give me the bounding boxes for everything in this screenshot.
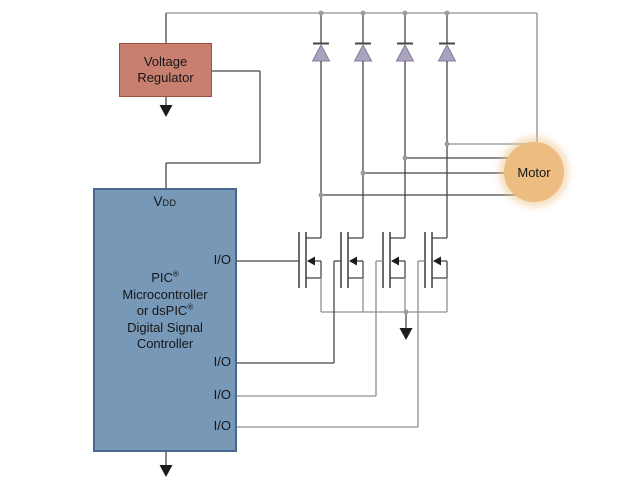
diode-symbol [311, 43, 331, 62]
junction-dot [402, 155, 408, 161]
mosfet-arrowhead-icon [349, 256, 357, 266]
mosfet-arrowhead-icon [433, 256, 441, 266]
junction-dot [318, 10, 324, 16]
io-pin-label-3: I/O [213, 387, 231, 402]
mosfet-arrowhead-icon [307, 256, 315, 266]
mcu-label-line: Microcontroller [122, 286, 208, 302]
mcu-label-line: Digital Signal [127, 319, 203, 335]
ground-arrow-icon [159, 105, 173, 117]
junction-dot [402, 10, 408, 16]
mcu-label-line: PIC® [151, 269, 179, 285]
junction-dot [403, 309, 409, 315]
vdd-pin-label: VDD [95, 194, 235, 209]
junction-dot [360, 170, 366, 176]
junction-dot [444, 10, 450, 16]
mcu-label-line: Controller [136, 336, 194, 351]
ground-arrow-icon [399, 328, 413, 340]
io-pin-label-4: I/O [213, 418, 231, 433]
vdd-main: V [153, 194, 163, 209]
junction-dot [360, 10, 366, 16]
junction-dot [318, 192, 324, 198]
mosfet-arrowhead-icon [391, 256, 399, 266]
mcu-label-line: or dsPIC® [136, 302, 194, 318]
diode-symbol [437, 43, 457, 62]
voltage-regulator-box: Voltage Regulator [119, 43, 212, 97]
diode-symbol [353, 43, 373, 62]
diode-symbol [395, 43, 415, 62]
junction-dot [444, 141, 450, 147]
io-pin-label-2: I/O [213, 354, 231, 369]
io-pin-label-1: I/O [213, 252, 231, 267]
ground-arrow-icon [159, 465, 173, 477]
voltage-regulator-label: Voltage Regulator [137, 54, 194, 85]
vdd-sub: DD [162, 198, 177, 208]
motor-label: Motor [517, 164, 551, 180]
motor-circle: Motor [504, 142, 564, 202]
